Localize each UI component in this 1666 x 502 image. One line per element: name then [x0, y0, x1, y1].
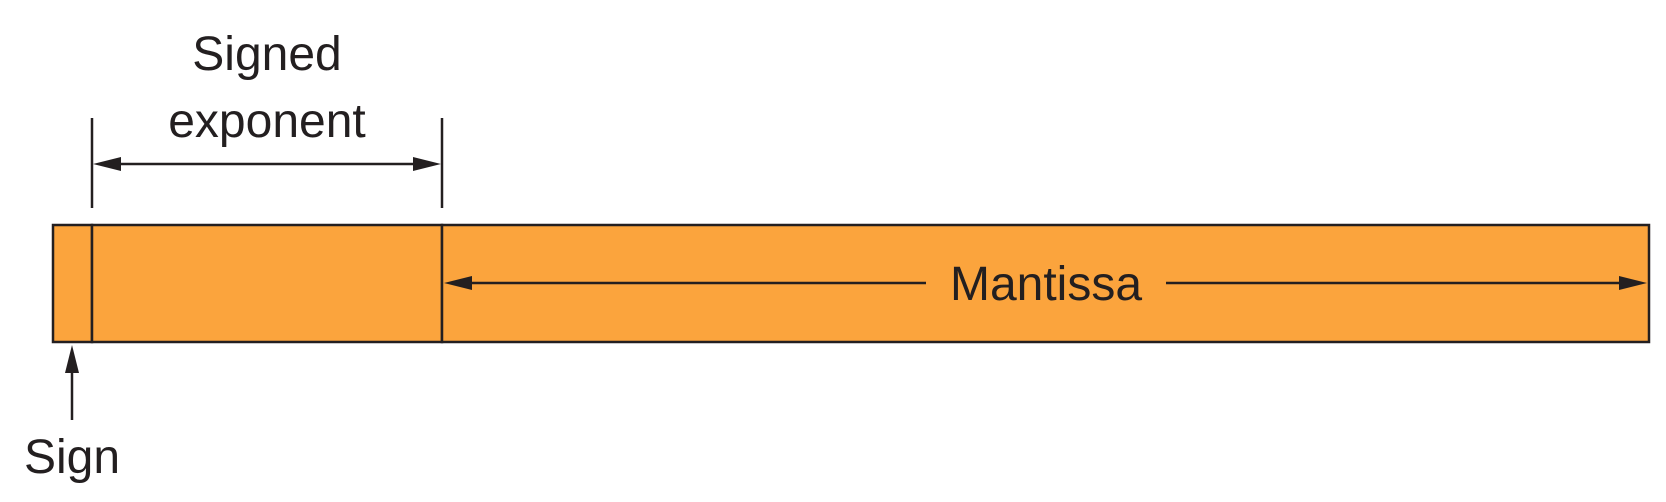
exponent-dimension: Signed exponent: [90, 28, 444, 208]
sign-field: [51, 223, 94, 344]
mantissa-right-arrowhead: [1619, 276, 1647, 290]
signed-exponent-label-line1: Signed: [192, 28, 341, 81]
mantissa-left-arrowhead: [444, 276, 472, 290]
sign-pointer: Sign: [24, 345, 120, 484]
signed-exponent-label-line2: exponent: [168, 95, 366, 148]
exponent-field: [90, 223, 444, 344]
exponent-right-arrowhead: [413, 157, 441, 171]
mantissa-label: Mantissa: [950, 258, 1142, 311]
sign-label: Sign: [24, 431, 120, 484]
mantissa-dimension: Mantissa: [444, 258, 1647, 311]
sign-pointer-arrowhead: [65, 345, 79, 373]
exponent-left-arrowhead: [93, 157, 121, 171]
